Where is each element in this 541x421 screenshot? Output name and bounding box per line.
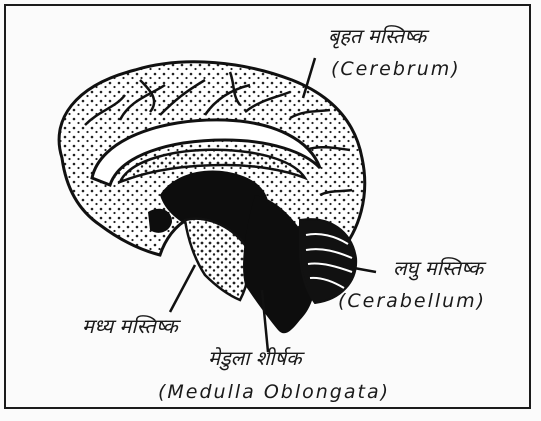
midbrain-label-hindi: मध्य मस्तिष्क: [82, 312, 178, 339]
medulla-label-hindi: मेडुला शीर्षक: [208, 344, 301, 371]
cerebellum-label-hindi: लघु मस्तिष्क: [393, 254, 483, 281]
cerebrum-label-hindi: बृहत मस्तिष्क: [328, 22, 426, 49]
cerebrum-label-english: (Cerebrum): [331, 58, 461, 80]
medulla-label-english: (Medulla Oblongata): [158, 381, 390, 403]
cerebellum-label-english: (Cerabellum): [338, 290, 486, 312]
